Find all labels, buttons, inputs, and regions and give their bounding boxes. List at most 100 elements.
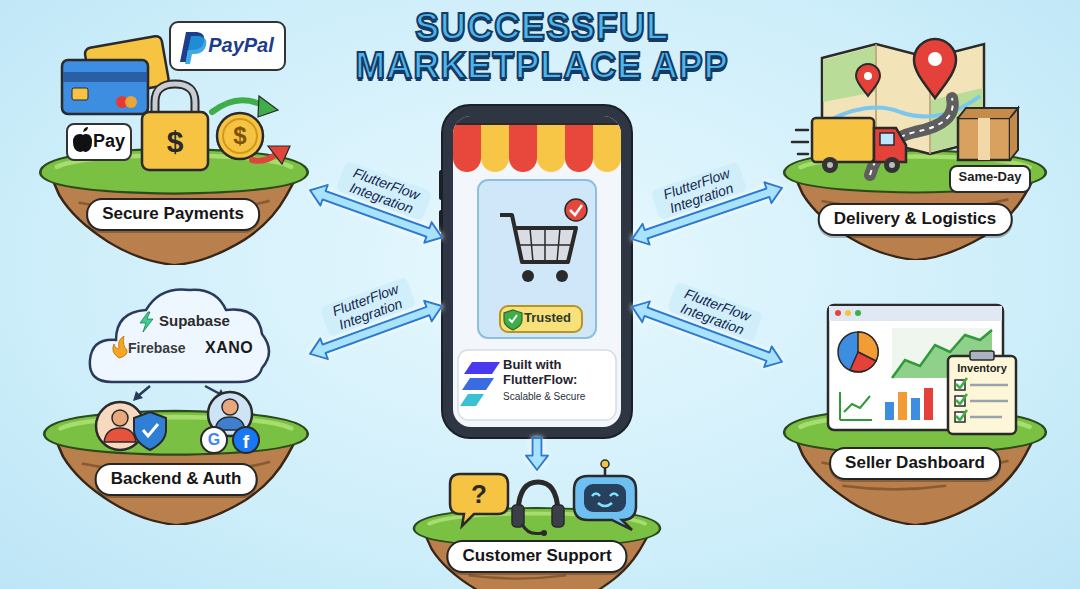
- island-label: Customer Support: [446, 540, 627, 573]
- floating-islands: [40, 149, 1046, 589]
- delivery-icons: [792, 39, 1030, 192]
- cloud-node: SupabaseFirebase XANO: [92, 290, 268, 384]
- service-name: Supabase: [159, 312, 230, 329]
- icon-glyph: f: [243, 432, 249, 451]
- logo-box: Pay: [67, 124, 131, 160]
- dashboard-icons: [970, 351, 994, 360]
- icon-glyph: $: [233, 124, 246, 148]
- delivery-icons: [856, 64, 880, 96]
- phone-mockup-art: [439, 105, 632, 438]
- backend-icons: [143, 424, 158, 436]
- island-label: Secure Payments: [86, 198, 260, 231]
- dashboard-icons: [845, 310, 851, 316]
- payment-icons: [125, 96, 137, 108]
- delivery-icons: [950, 166, 1030, 192]
- phone-mockup-art: [478, 180, 596, 338]
- delivery-icons: [870, 98, 953, 175]
- delivery-icons: [792, 130, 808, 154]
- phone-mockup-art: [570, 205, 582, 215]
- delivery-icons: [864, 72, 872, 80]
- tag-text: Same-Day: [959, 170, 1022, 185]
- phone-mockup-art: [565, 199, 587, 221]
- island-node: Customer Support: [412, 470, 662, 589]
- phone-mockup-art: [464, 362, 500, 374]
- backend-icons: [90, 289, 269, 382]
- backend-icons: [140, 312, 153, 332]
- delivery-icons: [822, 157, 838, 173]
- payment-icons: [62, 22, 290, 170]
- floating-islands: [44, 411, 308, 525]
- delivery-icons: [889, 162, 895, 168]
- payment-icons: [212, 100, 264, 112]
- phone-mockup-art: [442, 105, 632, 438]
- backend-icons: [222, 399, 238, 415]
- icon-glyph: ?: [471, 481, 487, 507]
- logo-box: PayPal: [170, 22, 285, 70]
- dashboard-icons: [838, 332, 878, 372]
- phone-mockup-art: [460, 394, 484, 406]
- phone-subtext: Scalable & Secure: [503, 391, 585, 403]
- support-icons: [598, 503, 612, 506]
- phone-mockup-art: [453, 116, 621, 427]
- dashboard-icons: [840, 392, 872, 420]
- delivery-icons: [880, 133, 894, 145]
- island-label: Seller Dashboard: [829, 447, 1001, 480]
- payment-icons: [268, 146, 290, 164]
- payment-icons: [142, 112, 208, 170]
- phone-mockup-art: [481, 144, 509, 172]
- backend-icons: [133, 391, 143, 401]
- support-icons: [592, 494, 618, 497]
- dashboard-icons: [828, 305, 1016, 434]
- phone-mockup-art: [458, 350, 616, 420]
- icon-glyph: G: [208, 432, 220, 448]
- backend-icons: [104, 428, 136, 442]
- payment-icons: [223, 119, 257, 153]
- delivery-icons: [958, 108, 1018, 160]
- dashboard-icons: [898, 392, 907, 420]
- island-node: Backend & AuthSupabaseFirebaseXANO: [42, 280, 310, 525]
- payment-icons: [72, 88, 88, 100]
- delivery-icons: [978, 118, 990, 160]
- service-name: XANO: [205, 339, 253, 357]
- delivery-icons: [914, 39, 956, 98]
- payment-icons: [170, 22, 285, 70]
- dashboard-icons: [948, 356, 1016, 434]
- brand-text: PayPal: [208, 34, 274, 57]
- payment-icons: [63, 72, 147, 82]
- delivery-icons: [870, 98, 953, 175]
- island-node: Delivery & Logistics Same-Day: [782, 25, 1048, 260]
- floating-islands: [784, 150, 1046, 260]
- backend-icons: [205, 386, 220, 394]
- payment-icons: [73, 134, 92, 152]
- backend-icons: [112, 410, 128, 426]
- island-label: Delivery & Logistics: [818, 203, 1013, 236]
- clipboard-title: Inventory: [957, 362, 1007, 375]
- support-icons: [522, 524, 542, 534]
- support-icons: [601, 460, 609, 468]
- delivery-icons: [812, 118, 874, 162]
- phone-mockup-art: [593, 144, 621, 172]
- phone-mockup-art: [556, 270, 568, 282]
- brand-text: Pay: [93, 131, 125, 152]
- service-name: Firebase: [128, 340, 186, 356]
- phone-mockup-art: [522, 270, 534, 282]
- phone-mockup-art: [453, 144, 481, 172]
- phone-mockup-art: [504, 310, 522, 330]
- backend-icons: [90, 289, 269, 453]
- backend-icons: [233, 427, 259, 453]
- dashboard-icons: [956, 378, 967, 420]
- delivery-icons: [884, 157, 900, 173]
- phone-mockup-art: [509, 144, 537, 172]
- dashboard-icons: [829, 306, 1002, 321]
- dashboard-icons: [850, 352, 876, 372]
- backend-icons: [134, 412, 166, 450]
- badge-text: Trusted: [524, 311, 571, 326]
- support-icons: [574, 476, 636, 530]
- backend-icons: [201, 427, 227, 453]
- backend-icons: [138, 386, 150, 396]
- payment-icons: [258, 96, 278, 117]
- tag-box: Same-Day: [950, 166, 1030, 192]
